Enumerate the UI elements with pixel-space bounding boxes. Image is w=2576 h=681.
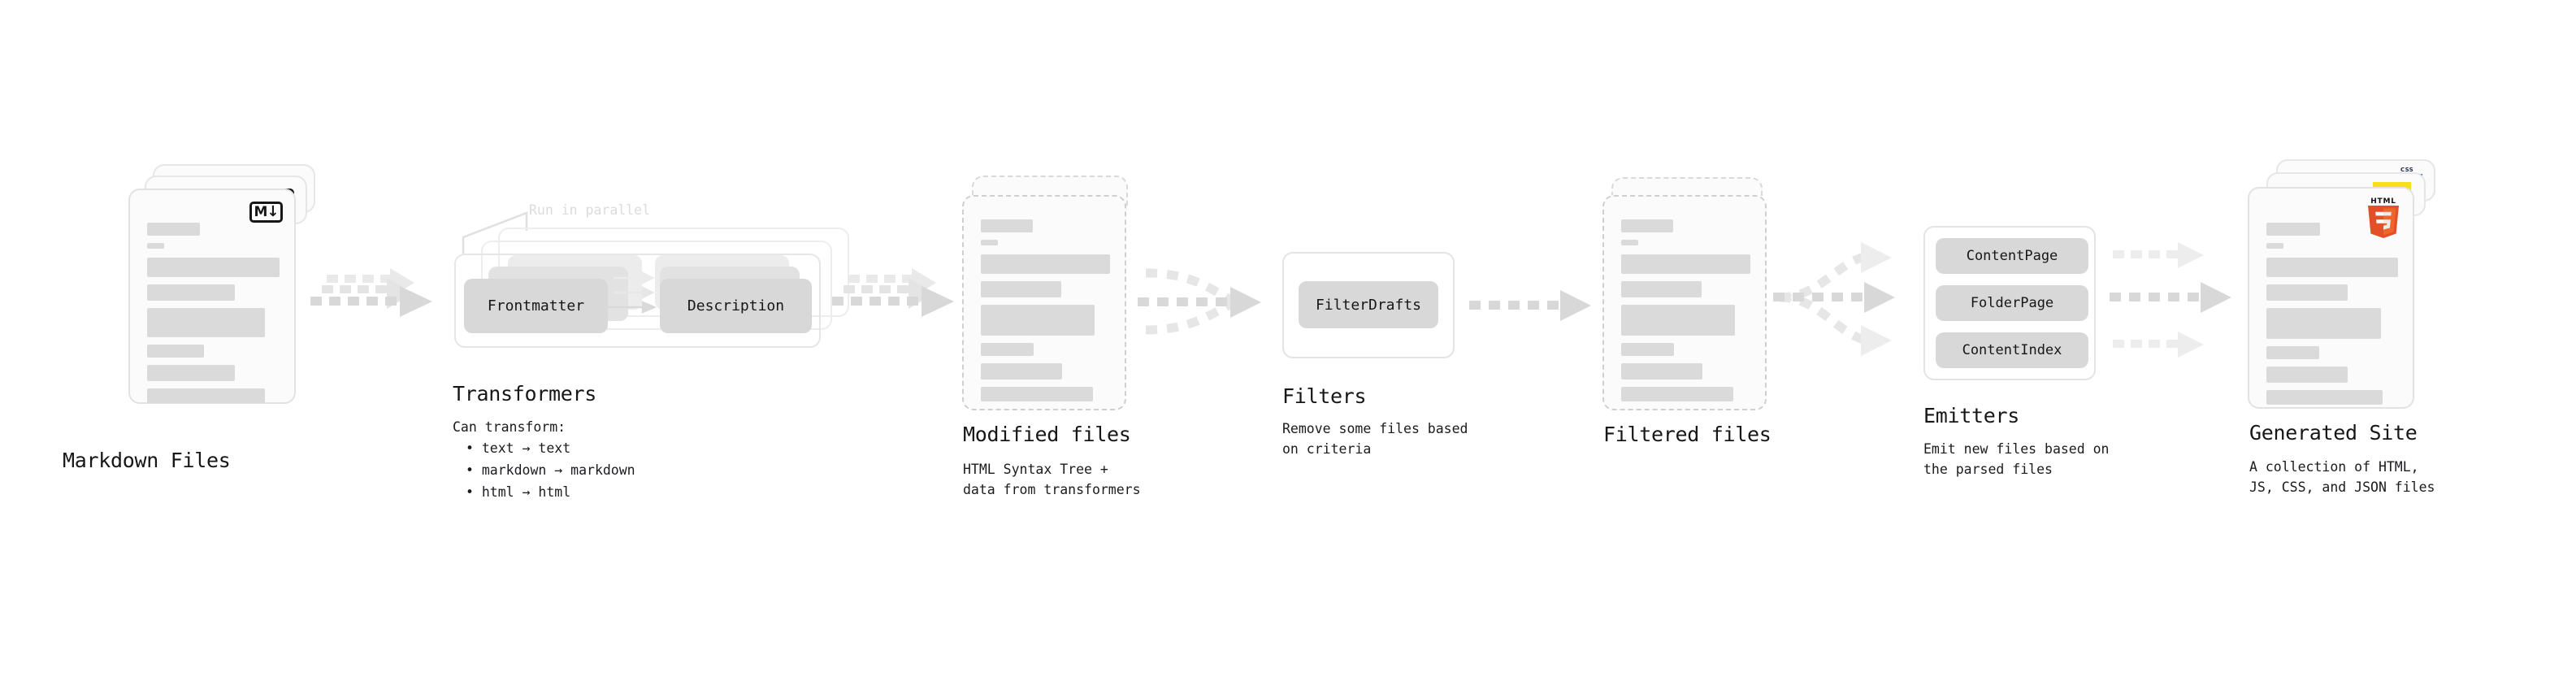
connector-markdown-to-transformers [310, 268, 432, 317]
filters-pill-filterdrafts[interactable]: FilterDrafts [1299, 281, 1438, 328]
stage-subtitle-filters: Remove some files based on criteria [1282, 421, 1468, 457]
file-content-lines [2266, 223, 2398, 412]
connector-filtered-to-emitters [1773, 242, 1895, 356]
filters-pill-filterdrafts-label: FilterDrafts [1315, 296, 1422, 314]
emitters-pill-folderpage-label: FolderPage [1970, 295, 2054, 311]
html5-icon: HTML [2366, 197, 2401, 238]
transformer-bullet-2: • html → html [466, 484, 571, 500]
run-in-parallel-bracket [462, 211, 528, 254]
connector-modified-to-filters [1138, 268, 1261, 335]
stage-title-modified-files: Modified files [963, 423, 1131, 446]
emitters-pill-folderpage[interactable]: FolderPage [1936, 285, 2088, 321]
emitters-pill-contentpage-label: ContentPage [1966, 248, 2058, 264]
run-in-parallel-label: Run in parallel [529, 202, 651, 218]
stage-title-filtered-files: Filtered files [1603, 423, 1772, 446]
transformer-pill-description-label: Description [687, 297, 785, 314]
transformer-bullet-1: • markdown → markdown [466, 462, 635, 478]
transformer-inner-arrows [607, 271, 657, 314]
stage-subtitle-emitters: Emit new files based on the parsed files [1923, 441, 2110, 477]
css3-icon-label: CSS [2400, 167, 2413, 173]
emitters-pill-contentindex-label: ContentIndex [1962, 342, 2062, 358]
transformer-pill-frontmatter-label: Frontmatter [487, 297, 585, 314]
file-content-lines [1621, 219, 1750, 409]
connector-emitters-to-site [2110, 242, 2231, 358]
transformer-bullet-0: • text → text [466, 440, 571, 456]
stage-subtitle-generated-site: A collection of HTML, JS, CSS, and JSON … [2249, 459, 2435, 495]
stage-title-transformers: Transformers [453, 382, 597, 406]
transformer-pill-description[interactable]: Description [660, 279, 812, 333]
modified-file-card-front [962, 195, 1126, 410]
stage-subtitle-transformers: Can transform: [453, 419, 566, 435]
stage-title-filters: Filters [1282, 384, 1367, 408]
site-file-card-html: HTML [2248, 187, 2414, 409]
markdown-icon: M↓ [249, 202, 283, 223]
html5-icon-label: HTML [2370, 197, 2396, 206]
filtered-file-card-front [1602, 195, 1767, 410]
file-content-lines [981, 219, 1110, 409]
markdown-file-card-front: M↓ [128, 189, 296, 404]
stage-title-emitters: Emitters [1923, 404, 2020, 427]
stage-title-markdown-files: Markdown Files [63, 449, 231, 472]
transformer-pill-frontmatter[interactable]: Frontmatter [464, 279, 608, 333]
stage-subtitle-modified-files: HTML Syntax Tree + data from transformer… [963, 462, 1141, 497]
emitters-pill-contentpage[interactable]: ContentPage [1936, 238, 2088, 274]
transformer-frame-front [454, 254, 821, 348]
emitters-pill-contentindex[interactable]: ContentIndex [1936, 332, 2088, 368]
connector-filters-to-filtered [1469, 290, 1591, 321]
file-content-lines [147, 223, 280, 410]
connector-transformers-to-modified [832, 268, 954, 317]
stage-title-generated-site: Generated Site [2249, 421, 2418, 445]
